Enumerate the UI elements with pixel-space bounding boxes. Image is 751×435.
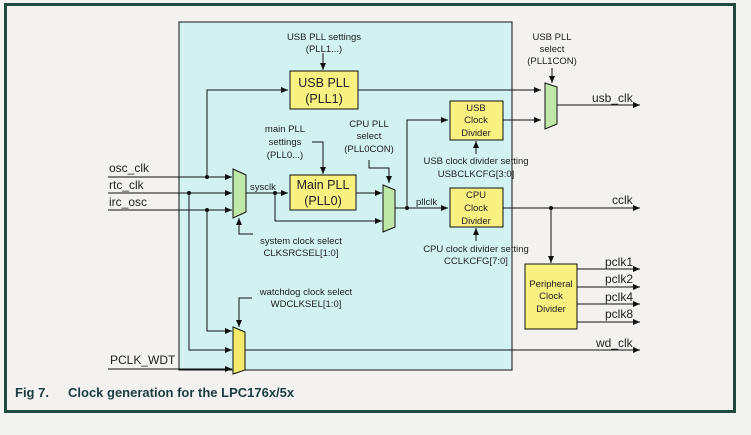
wire-rtc-to-wdmux [188, 193, 232, 353]
cpu-div-label-3: Divider [461, 216, 491, 227]
sys-clk-select-label: system clock select [260, 236, 342, 247]
cpu-pll-select-reg: (PLL0CON) [344, 144, 394, 155]
input-rtc-clk: rtc_clk [109, 178, 145, 192]
cpu-divider-block [449, 187, 504, 228]
sysclk-mux [232, 168, 247, 219]
wd-clk-select-label: watchdog clock select [259, 287, 353, 298]
junction-dot [549, 206, 553, 210]
cpu-pll-select-label-2: select [357, 131, 382, 142]
usb-pll-select-label-2: select [540, 44, 565, 55]
usb-div-label-1: USB [466, 103, 486, 114]
output-usb-clk: usb_clk [592, 91, 634, 105]
figure-caption: Clock generation for the LPC176x/5x [68, 385, 295, 400]
usb-pll-select-reg: (PLL1CON) [527, 56, 577, 67]
junction-dot [273, 191, 277, 195]
junction-dot [405, 206, 409, 210]
usb-pll-settings-label: USB PLL settings [287, 32, 361, 43]
usb-div-label-2: Clock [464, 115, 488, 126]
wire-osc-to-usbpll [206, 87, 288, 177]
input-osc-clk: osc_clk [109, 161, 150, 175]
cpu-div-setting-label: CPU clock divider setting [423, 244, 529, 255]
usb-pll-select-label-1: USB PLL [532, 32, 571, 43]
main-pll-sublabel: (PLL0) [304, 194, 342, 208]
usb-div-setting-reg: USBCLKCFG[3:0] [438, 169, 515, 180]
peripheral-divider-block [524, 263, 578, 330]
wire-sysclk-bypass [274, 193, 382, 224]
usb-pll-mux [544, 82, 558, 130]
cpu-pll-mux [382, 184, 396, 233]
usb-div-setting-label: USB clock divider setting [423, 156, 528, 167]
output-pclk2: pclk2 [605, 272, 633, 286]
input-pclk-wdt: PCLK_WDT [110, 353, 176, 367]
main-pll-label: Main PLL [297, 178, 350, 192]
pllclk-label: pllclk [416, 197, 437, 208]
usb-div-label-3: Divider [461, 128, 491, 139]
junction-dot [187, 191, 191, 195]
watchdog-mux [232, 326, 246, 375]
periph-div-label-3: Divider [536, 304, 566, 315]
sys-clk-select-reg: CLKSRCSEL[1:0] [264, 248, 339, 259]
input-irc-osc: irc_osc [109, 195, 147, 209]
wire-pllclk-to-usbdiv [406, 117, 448, 208]
main-pll-block [289, 174, 357, 211]
output-cclk: cclk [612, 193, 634, 207]
main-pll-settings-label-2: settings [269, 137, 302, 148]
junction-dot [205, 208, 209, 212]
output-pclk8: pclk8 [605, 307, 633, 321]
usb-pll-settings-reg: (PLL1...) [306, 44, 342, 55]
main-pll-settings-label-1: main PLL [265, 124, 305, 135]
output-wd-clk: wd_clk [595, 336, 634, 350]
output-pclk4: pclk4 [605, 290, 633, 304]
wire-main-pll-settings [312, 141, 326, 174]
wire-clksrcsel [236, 218, 253, 235]
wire-irc-to-wdmux [206, 210, 232, 334]
wire-wdclksel [236, 297, 252, 327]
usb-pll-label: USB PLL [298, 76, 349, 90]
main-pll-settings-reg: (PLL0...) [267, 150, 303, 161]
wire-pll0con [368, 160, 392, 183]
cpu-div-label-1: CPU [466, 190, 486, 201]
output-pclk1: pclk1 [605, 255, 633, 269]
usb-divider-block [449, 100, 504, 141]
cpu-pll-select-label-1: CPU PLL [349, 119, 389, 130]
periph-div-label-1: Peripheral [529, 279, 572, 290]
periph-div-label-2: Clock [539, 291, 563, 302]
sysclk-label: sysclk [250, 182, 276, 193]
usb-pll-block [289, 70, 359, 110]
junction-dot [205, 175, 209, 179]
usb-pll-sublabel: (PLL1) [305, 92, 343, 106]
cpu-div-setting-reg: CCLKCFG[7:0] [444, 256, 508, 267]
wd-clk-select-reg: WDCLKSEL[1:0] [271, 299, 342, 310]
cpu-div-label-2: Clock [464, 203, 488, 214]
figure-number: Fig 7. [15, 385, 49, 400]
